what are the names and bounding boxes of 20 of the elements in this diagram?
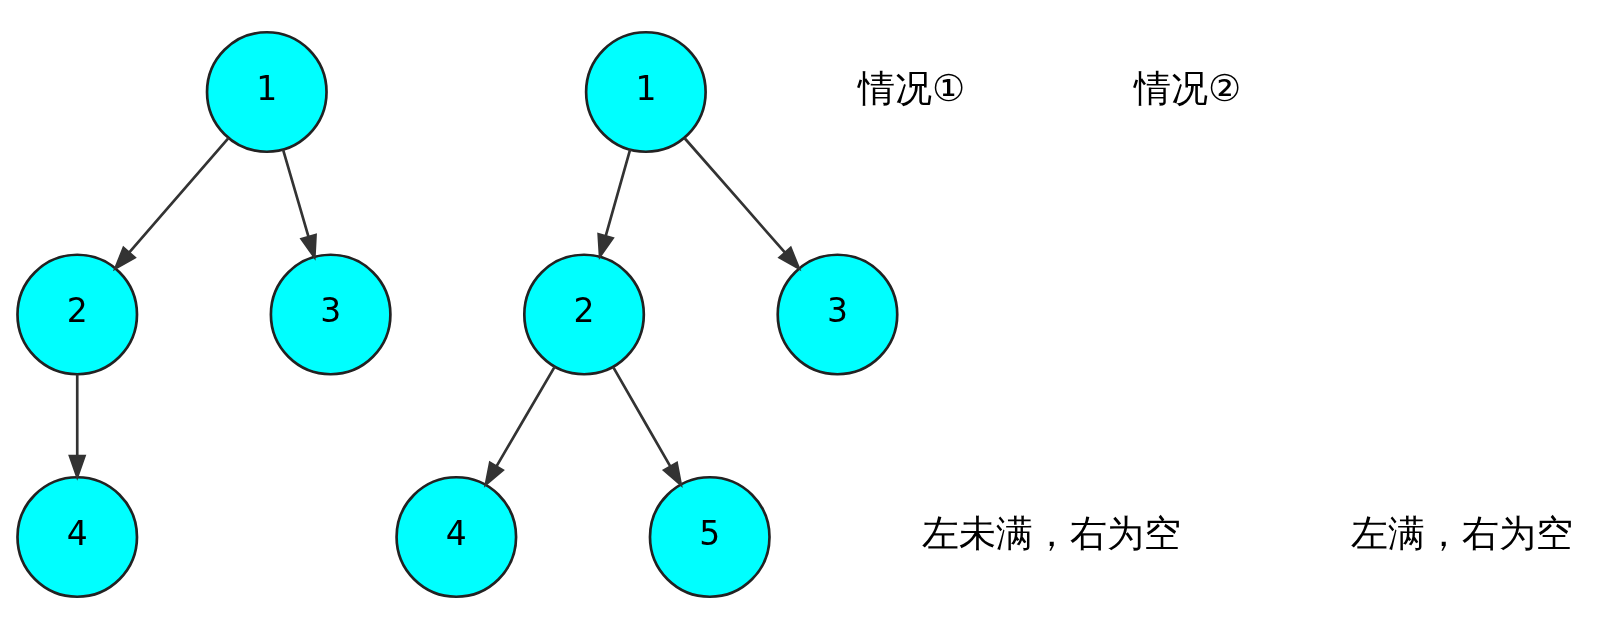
label: 情况①: [858, 66, 966, 110]
node-circle: 1: [584, 30, 707, 153]
label: 情况②: [1134, 66, 1242, 110]
node-circle: 1: [205, 30, 328, 153]
node-circle: 4: [395, 475, 518, 598]
node-circle: 4: [16, 475, 139, 598]
arrow: [281, 148, 317, 261]
arrow: [612, 366, 683, 488]
arrow: [68, 374, 87, 481]
node-circle: 3: [269, 252, 392, 376]
arrow: [683, 136, 802, 271]
node-circle: 3: [776, 252, 899, 376]
node-circle: 5: [648, 475, 771, 598]
arrow: [597, 148, 632, 260]
arrow: [112, 136, 230, 271]
node-circle: 2: [523, 252, 646, 376]
label: 左满，右为空: [1350, 511, 1573, 555]
arrow: [483, 365, 556, 488]
label: 左未满，右为空: [922, 511, 1182, 555]
node-circle: 2: [16, 252, 139, 376]
